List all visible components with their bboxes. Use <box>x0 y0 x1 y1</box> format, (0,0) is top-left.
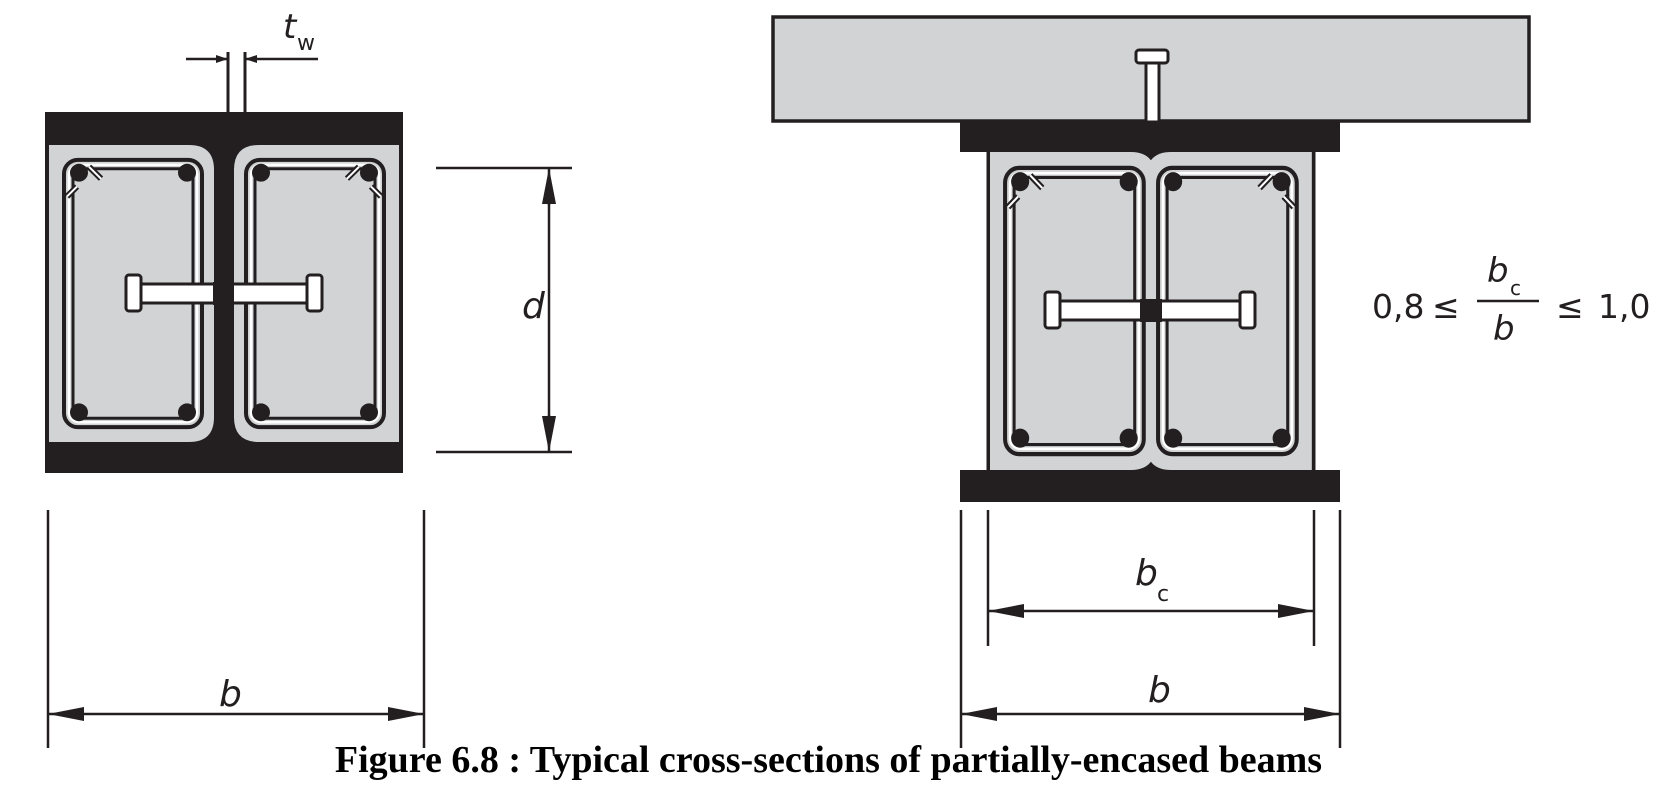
ratio-condition: 0,8 ≤ b c b ≤ 1,0 <box>1372 251 1650 349</box>
right-cross-section: b c b 0,8 ≤ b c b ≤ 1,0 <box>771 15 1650 748</box>
ratio-denominator: b <box>1493 309 1515 349</box>
concrete-width-dimension <box>986 510 1316 646</box>
web-shear-connector <box>124 273 324 313</box>
top-flange <box>45 112 403 145</box>
web-thickness-label: t <box>283 7 298 47</box>
width-label-right: b <box>1148 670 1171 711</box>
ratio-lower-bound: 0,8 <box>1372 287 1424 326</box>
depth-label: d <box>522 286 546 327</box>
width-dimension-right <box>959 510 1342 748</box>
web-thickness-dimension <box>186 52 318 113</box>
concrete-width-label: b <box>1135 553 1158 594</box>
top-flange <box>960 122 1340 152</box>
depth-dimension <box>436 166 572 454</box>
width-label-left: b <box>219 674 242 715</box>
web-thickness-subscript: w <box>297 31 315 56</box>
ratio-upper-bound: 1,0 <box>1598 287 1650 326</box>
ratio-numerator: b <box>1487 251 1509 291</box>
bottom-flange <box>960 470 1340 502</box>
bottom-flange <box>45 442 403 473</box>
width-dimension-left <box>46 510 426 748</box>
concrete-width-subscript: c <box>1157 582 1169 607</box>
ratio-operator-2: ≤ <box>1556 287 1584 326</box>
headed-stud <box>1134 48 1170 124</box>
web-shear-connector-right <box>1043 290 1257 330</box>
left-cross-section: t w d b <box>45 7 572 748</box>
ratio-numerator-subscript: c <box>1510 276 1521 300</box>
figure-caption: Figure 6.8 : Typical cross-sections of p… <box>334 739 1323 781</box>
ratio-operator-1: ≤ <box>1432 287 1460 326</box>
